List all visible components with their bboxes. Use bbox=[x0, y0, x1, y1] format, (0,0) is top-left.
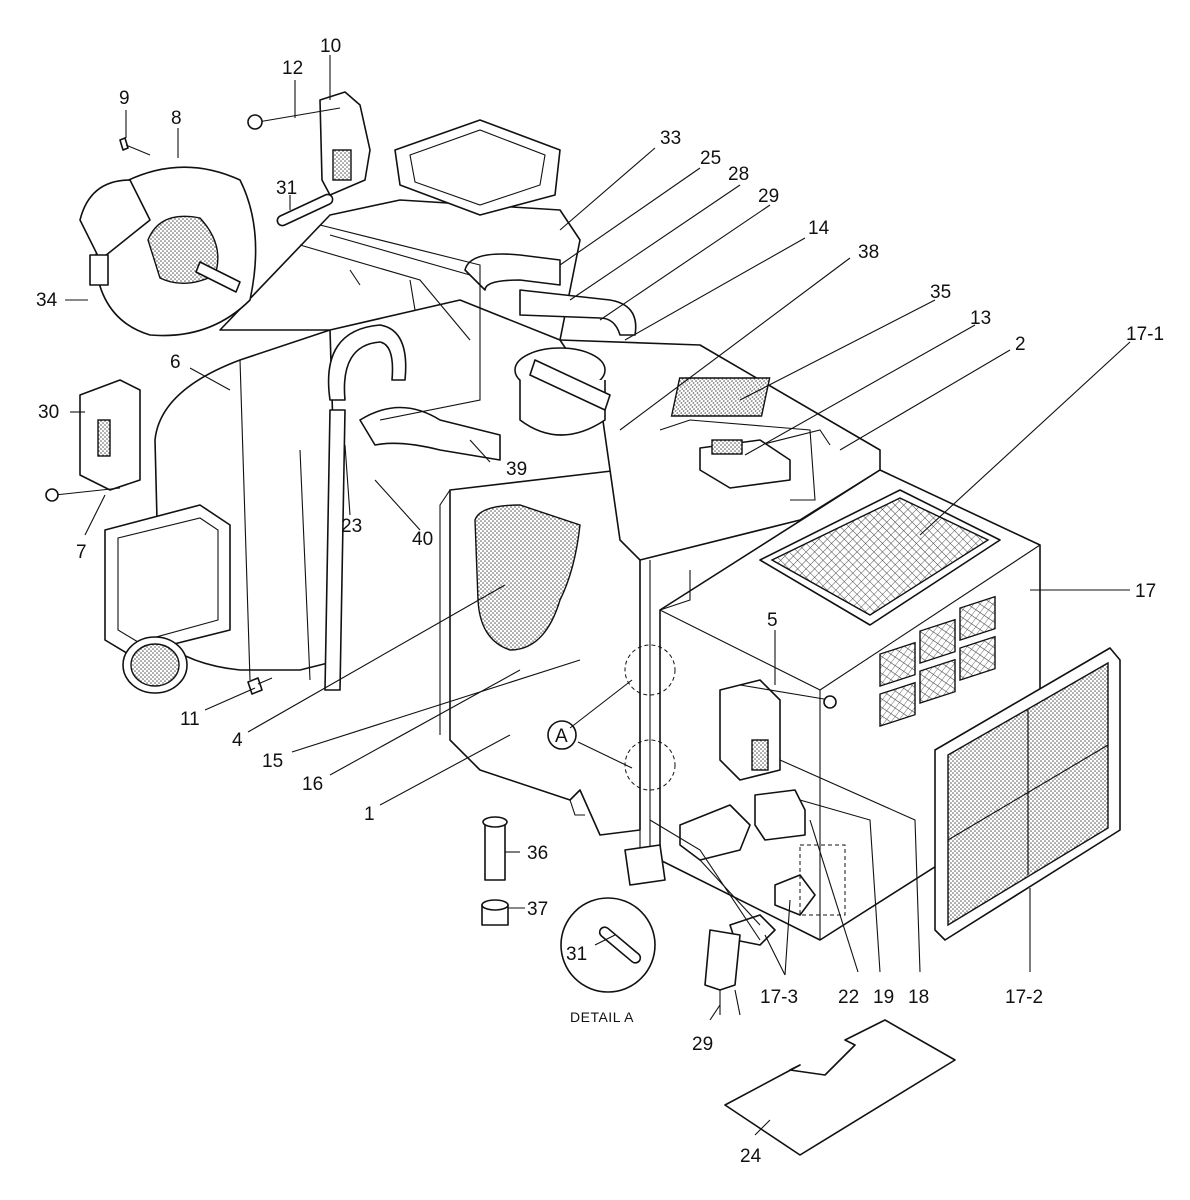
callout-16: 16 bbox=[302, 774, 323, 795]
callout-labels: 10 12 9 8 31 33 25 28 29 14 38 35 13 2 1… bbox=[36, 36, 1164, 1167]
intake-housing bbox=[219, 119, 581, 341]
callout-24: 24 bbox=[740, 1146, 762, 1167]
actuator-30 bbox=[45, 379, 141, 502]
hoses bbox=[324, 253, 637, 691]
callout-18: 18 bbox=[908, 987, 929, 1008]
callout-19: 19 bbox=[873, 987, 894, 1008]
blower-motor bbox=[79, 166, 257, 337]
insulation-pad bbox=[724, 1019, 956, 1156]
callout-8: 8 bbox=[171, 108, 182, 129]
callout-11: 11 bbox=[180, 709, 200, 730]
callout-38: 38 bbox=[858, 242, 879, 263]
detail-a-circle-upper bbox=[624, 644, 676, 696]
label-plate bbox=[670, 377, 771, 417]
frame-rails bbox=[319, 224, 481, 421]
callout-17-3: 17-3 bbox=[760, 987, 798, 1008]
callout-12: 12 bbox=[282, 58, 303, 79]
callout-37: 37 bbox=[527, 899, 548, 920]
screw-11 bbox=[247, 677, 273, 695]
side-actuator bbox=[719, 679, 837, 781]
detail-a-marker bbox=[547, 720, 577, 750]
detail-a-caption: DETAIL A bbox=[570, 1009, 634, 1025]
wiring-harness bbox=[624, 560, 761, 1016]
callout-A: A bbox=[555, 726, 568, 747]
slider-link bbox=[276, 193, 334, 227]
callout-9: 9 bbox=[119, 88, 130, 109]
callout-17: 17 bbox=[1135, 581, 1156, 602]
callout-28: 28 bbox=[728, 164, 749, 185]
callout-17-1: 17-1 bbox=[1126, 324, 1164, 345]
callout-7: 7 bbox=[76, 542, 87, 563]
actuator-10 bbox=[247, 91, 371, 196]
drain-cap bbox=[481, 899, 509, 926]
callout-29-harness: 29 bbox=[692, 1034, 713, 1055]
callout-4: 4 bbox=[232, 730, 243, 751]
callout-34: 34 bbox=[36, 290, 58, 311]
blower-inlet bbox=[104, 504, 231, 656]
callout-31-detail: 31 bbox=[566, 944, 587, 965]
callout-14: 14 bbox=[808, 218, 830, 239]
detail-a-inset bbox=[560, 897, 656, 993]
callout-13: 13 bbox=[970, 308, 991, 329]
callout-15: 15 bbox=[262, 751, 283, 772]
callout-25: 25 bbox=[700, 148, 721, 169]
side-mesh-windows bbox=[879, 595, 996, 727]
callout-6: 6 bbox=[170, 352, 181, 373]
callout-2: 2 bbox=[1015, 334, 1026, 355]
callout-39: 39 bbox=[506, 459, 527, 480]
callout-35: 35 bbox=[930, 282, 951, 303]
callout-5: 5 bbox=[767, 610, 778, 631]
callout-31: 31 bbox=[276, 178, 297, 199]
side-filter bbox=[934, 647, 1121, 941]
callout-22: 22 bbox=[838, 987, 859, 1008]
blower-outlet bbox=[122, 636, 188, 694]
drain-pipe bbox=[482, 816, 508, 881]
callout-40: 40 bbox=[412, 529, 433, 550]
callout-23: 23 bbox=[341, 516, 362, 537]
callout-29: 29 bbox=[758, 186, 779, 207]
callout-30: 30 bbox=[38, 402, 59, 423]
callout-17-2: 17-2 bbox=[1005, 987, 1043, 1008]
top-filter bbox=[759, 489, 1001, 626]
callout-1: 1 bbox=[364, 804, 375, 825]
callout-36: 36 bbox=[527, 843, 548, 864]
callout-10: 10 bbox=[320, 36, 341, 57]
screw-9 bbox=[119, 137, 151, 156]
upper-actuator bbox=[699, 439, 791, 489]
evaporator-core bbox=[474, 504, 581, 651]
callout-33: 33 bbox=[660, 128, 681, 149]
leader-lines bbox=[65, 55, 1131, 1136]
